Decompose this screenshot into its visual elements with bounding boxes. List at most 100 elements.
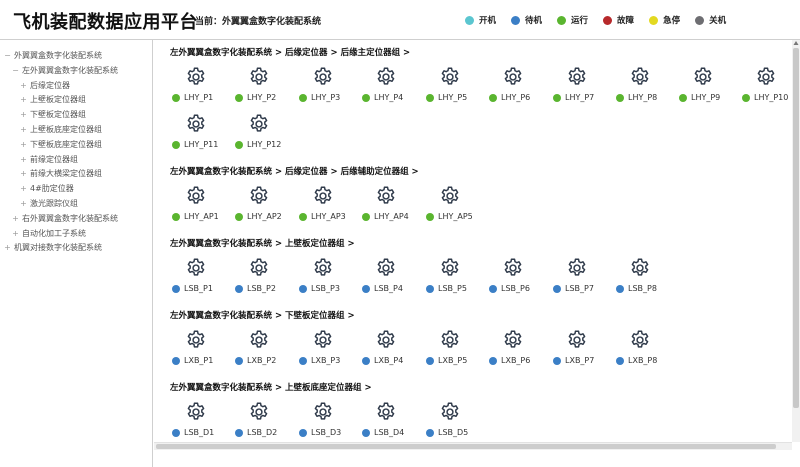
expand-icon[interactable]: + (12, 213, 19, 223)
tree-node-label: 上壁板定位器组 (30, 95, 86, 105)
device-lsb_p2[interactable]: LSB_P2 (235, 257, 295, 299)
device-label: LHY_P1 (184, 93, 214, 102)
device-lhy_p4[interactable]: LHY_P4 (362, 66, 422, 108)
gear-icon (502, 66, 524, 88)
scroll-up-arrow-icon[interactable] (793, 40, 799, 46)
device-label: LHY_P8 (628, 93, 658, 102)
device-lsb_p4[interactable]: LSB_P4 (362, 257, 422, 299)
device-lsb_p3[interactable]: LSB_P3 (299, 257, 359, 299)
device-lxb_p1[interactable]: LXB_P1 (172, 329, 232, 371)
device-lxb_p2[interactable]: LXB_P2 (235, 329, 295, 371)
collapse-icon[interactable]: − (12, 65, 19, 75)
tree-node[interactable]: −外翼翼盒数字化装配系统 (4, 50, 102, 61)
device-lsb_p5[interactable]: LSB_P5 (426, 257, 486, 299)
collapse-icon[interactable]: − (4, 51, 11, 60)
legend-item-standby: 待机 (511, 14, 542, 26)
section-title: 左外翼翼盒数字化装配系统 > 下壁板定位器组 > (170, 311, 355, 321)
device-lhy_p11[interactable]: LHY_P11 (172, 113, 232, 155)
legend-item-running: 运行 (557, 14, 588, 26)
device-lhy_p5[interactable]: LHY_P5 (426, 66, 486, 108)
device-lxb_p6[interactable]: LXB_P6 (489, 329, 549, 371)
device-lhy_ap4[interactable]: LHY_AP4 (362, 185, 422, 227)
tree-node[interactable]: +后缘定位器 (20, 80, 70, 91)
tree-node[interactable]: +上壁板定位器组 (20, 94, 86, 105)
expand-icon[interactable]: + (20, 139, 27, 149)
expand-icon[interactable]: + (20, 110, 27, 120)
expand-icon[interactable]: + (12, 228, 19, 238)
device-label: LHY_P2 (247, 93, 277, 102)
expand-icon[interactable]: + (4, 243, 11, 253)
expand-icon[interactable]: + (20, 80, 27, 90)
tree-node[interactable]: +下壁板底座定位器组 (20, 139, 102, 150)
device-lhy_p8[interactable]: LHY_P8 (616, 66, 676, 108)
device-status: LHY_P8 (616, 93, 657, 102)
tree-node[interactable]: +4#肋定位器 (20, 183, 74, 194)
status-dot-running (362, 93, 370, 102)
legend-label: 故障 (617, 16, 635, 26)
status-dot-standby (426, 428, 434, 437)
tree-node[interactable]: +前缘大横梁定位器组 (20, 168, 102, 179)
device-label: LSB_D1 (184, 428, 215, 437)
device-lsb_p8[interactable]: LSB_P8 (616, 257, 676, 299)
device-lhy_p10[interactable]: LHY_P10 (742, 66, 792, 108)
tree-node[interactable]: +上壁板底座定位器组 (20, 124, 102, 135)
device-lhy_p9[interactable]: LHY_P9 (679, 66, 739, 108)
status-dot-standby (235, 428, 243, 437)
tree-node[interactable]: +自动化加工子系统 (12, 228, 86, 239)
device-lsb_d5[interactable]: LSB_D5 (426, 401, 486, 442)
device-lhy_p1[interactable]: LHY_P1 (172, 66, 232, 108)
device-lxb_p3[interactable]: LXB_P3 (299, 329, 359, 371)
device-lxb_p8[interactable]: LXB_P8 (616, 329, 676, 371)
device-lsb_d4[interactable]: LSB_D4 (362, 401, 422, 442)
status-dot-running (616, 93, 624, 102)
tree-node[interactable]: +前缘定位器组 (20, 154, 78, 165)
device-status: LHY_P5 (426, 93, 467, 102)
device-lhy_p3[interactable]: LHY_P3 (299, 66, 359, 108)
status-dot-standby (616, 284, 624, 293)
device-status: LHY_P11 (172, 140, 218, 149)
device-lhy_p6[interactable]: LHY_P6 (489, 66, 549, 108)
device-lhy_ap1[interactable]: LHY_AP1 (172, 185, 232, 227)
device-lhy_ap2[interactable]: LHY_AP2 (235, 185, 295, 227)
expand-icon[interactable]: + (20, 169, 27, 179)
tree-node[interactable]: +激光跟踪仪组 (20, 198, 78, 209)
device-lhy_p2[interactable]: LHY_P2 (235, 66, 295, 108)
tree-node[interactable]: −左外翼翼盒数字化装配系统 (12, 65, 118, 76)
device-lhy_p7[interactable]: LHY_P7 (553, 66, 613, 108)
device-lxb_p7[interactable]: LXB_P7 (553, 329, 613, 371)
device-lhy_p12[interactable]: LHY_P12 (235, 113, 295, 155)
vertical-scrollbar[interactable] (792, 40, 800, 442)
device-lxb_p4[interactable]: LXB_P4 (362, 329, 422, 371)
device-lsb_d2[interactable]: LSB_D2 (235, 401, 295, 442)
device-status: LHY_P1 (172, 93, 213, 102)
device-lhy_ap5[interactable]: LHY_AP5 (426, 185, 486, 227)
legend-dot-standby (511, 15, 521, 25)
device-lsb_p1[interactable]: LSB_P1 (172, 257, 232, 299)
expand-icon[interactable]: + (20, 125, 27, 134)
gear-icon (629, 257, 651, 279)
vertical-scroll-thumb[interactable] (793, 48, 799, 408)
legend-item-on: 开机 (465, 14, 496, 26)
device-lhy_ap3[interactable]: LHY_AP3 (299, 185, 359, 227)
device-lsb_p7[interactable]: LSB_P7 (553, 257, 613, 299)
status-dot-standby (235, 284, 243, 293)
device-label: LHY_P4 (374, 93, 404, 102)
tree-node-label: 下壁板底座定位器组 (30, 139, 102, 149)
horizontal-scrollbar[interactable] (154, 442, 792, 450)
legend-label: 运行 (571, 16, 589, 26)
expand-icon[interactable]: + (20, 95, 27, 105)
tree-node[interactable]: +机翼对接数字化装配系统 (4, 242, 102, 253)
horizontal-scroll-thumb[interactable] (156, 444, 776, 449)
device-lsb_d3[interactable]: LSB_D3 (299, 401, 359, 442)
section-title: 左外翼翼盒数字化装配系统 > 后缘定位器 > 后缘主定位器组 > (170, 48, 411, 58)
expand-icon[interactable]: + (20, 154, 27, 164)
device-lsb_d1[interactable]: LSB_D1 (172, 401, 232, 442)
device-lxb_p5[interactable]: LXB_P5 (426, 329, 486, 371)
device-label: LHY_AP4 (374, 212, 409, 221)
legend-label: 开机 (479, 16, 497, 26)
expand-icon[interactable]: + (20, 184, 27, 194)
expand-icon[interactable]: + (20, 199, 27, 208)
tree-node[interactable]: +下壁板定位器组 (20, 109, 86, 120)
tree-node[interactable]: +右外翼翼盒数字化装配系统 (12, 213, 118, 224)
device-lsb_p6[interactable]: LSB_P6 (489, 257, 549, 299)
